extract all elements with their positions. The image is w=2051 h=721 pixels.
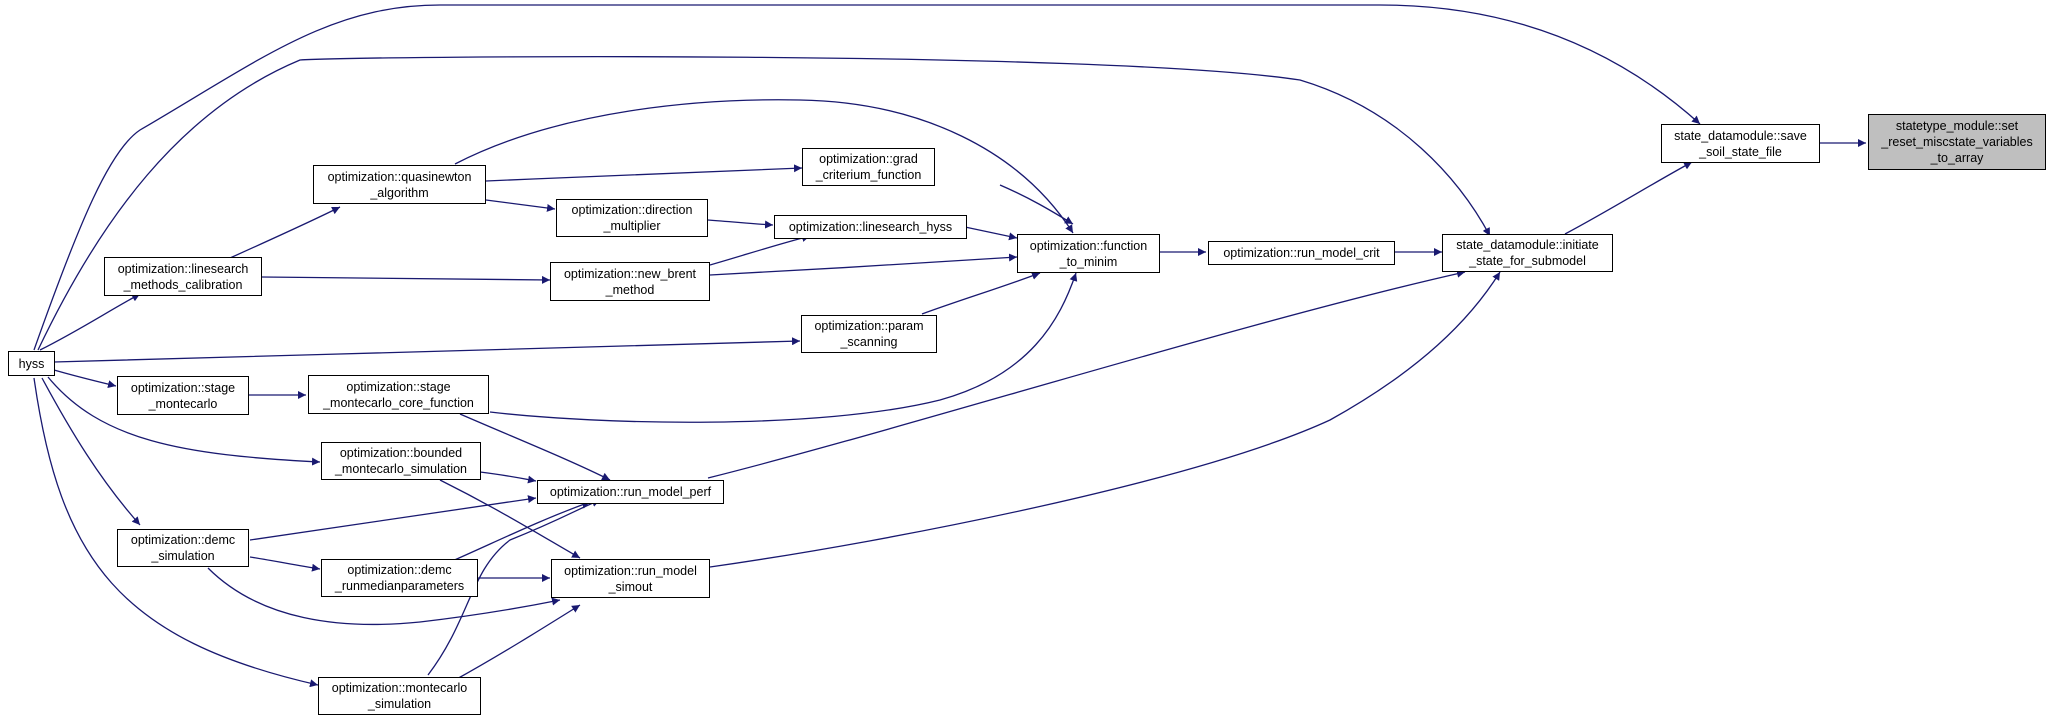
edge-simout-to-initiate (709, 271, 1501, 568)
edge-demc-to-simout (207, 567, 561, 626)
edge-stagecore-to-function (489, 272, 1078, 423)
edge-brent-to-function (709, 253, 1018, 276)
edge-montecarlo-to-perf (427, 499, 601, 676)
node-bounded-montecarlo-simulation[interactable]: optimization::bounded _montecarlo_simula… (321, 442, 481, 480)
edge-quasinewton-to-direction (485, 199, 556, 212)
edge-direction-to-lsh (707, 219, 774, 229)
node-run-model-simout[interactable]: optimization::run_model _simout (551, 559, 710, 598)
edge-brent-to-lsh (709, 234, 811, 266)
edge-demcrun-to-perf (449, 500, 591, 563)
edge-lscal-to-brent (261, 275, 551, 284)
edge-demc-to-demcrun (249, 556, 321, 572)
node-hyss[interactable]: hyss (8, 351, 55, 376)
edge-quasinewton-to-function (454, 99, 1074, 234)
edge-bounded-to-perf (479, 471, 537, 484)
node-save-soil-state-file[interactable]: state_datamodule::save _soil_state_file (1661, 124, 1820, 163)
node-demc-simulation[interactable]: optimization::demc _simulation (117, 529, 249, 567)
node-linesearch-methods-calibration[interactable]: optimization::linesearch _methods_calibr… (104, 257, 262, 296)
node-initiate-state-for-submodel[interactable]: state_datamodule::initiate _state_for_su… (1442, 234, 1613, 272)
edge-lscal-to-quasinewton (229, 206, 341, 259)
node-grad-criterium-function[interactable]: optimization::grad _criterium_function (802, 148, 935, 186)
node-function-to-minim[interactable]: optimization::function _to_minim (1017, 234, 1160, 273)
edge-hyss-to-initiate (37, 56, 1491, 351)
node-quasinewton-algorithm[interactable]: optimization::quasinewton _algorithm (313, 165, 486, 204)
edge-perf-to-initiate (707, 269, 1466, 479)
edge-demc-to-perf (249, 495, 537, 541)
edge-montecarlo-to-simout (454, 604, 581, 681)
edge-hyss-to-stage (53, 369, 117, 389)
edge-hyss-to-param (53, 337, 801, 363)
edge-hyss-to-bounded (47, 376, 321, 466)
node-run-model-crit[interactable]: optimization::run_model_crit (1208, 241, 1395, 265)
edge-hyss-to-demc (41, 377, 141, 526)
node-demc-runmedianparameters[interactable]: optimization::demc _runmedianparameters (321, 559, 478, 597)
node-stage-montecarlo[interactable]: optimization::stage _montecarlo (117, 376, 249, 415)
node-param-scanning[interactable]: optimization::param _scanning (801, 315, 937, 353)
node-set-reset-miscstate-variables: statetype_module::set _reset_miscstate_v… (1868, 114, 2046, 170)
edge-quasinewton-to-grad (485, 164, 803, 182)
edge-hyss-to-montecarlo (33, 377, 319, 688)
edge-hyss-to-save (33, 4, 1701, 351)
edge-bounded-to-simout (439, 479, 581, 559)
node-stage-montecarlo-core-function[interactable]: optimization::stage _montecarlo_core_fun… (308, 375, 489, 414)
node-linesearch-hyss[interactable]: optimization::linesearch_hyss (774, 215, 967, 239)
node-new-brent-method[interactable]: optimization::new_brent _method (550, 262, 710, 301)
edge-lsh-to-function (964, 226, 1018, 241)
edge-grad-to-function (999, 184, 1074, 225)
edge-hyss-to-lscal (39, 293, 141, 351)
edge-stagecore-to-perf (459, 413, 611, 481)
edge-param-to-function (921, 272, 1041, 315)
node-run-model-perf[interactable]: optimization::run_model_perf (537, 480, 724, 504)
node-montecarlo-simulation[interactable]: optimization::montecarlo _simulation (318, 677, 481, 715)
edge-initiate-to-save (1564, 161, 1693, 235)
node-direction-multiplier[interactable]: optimization::direction _multiplier (556, 199, 708, 237)
